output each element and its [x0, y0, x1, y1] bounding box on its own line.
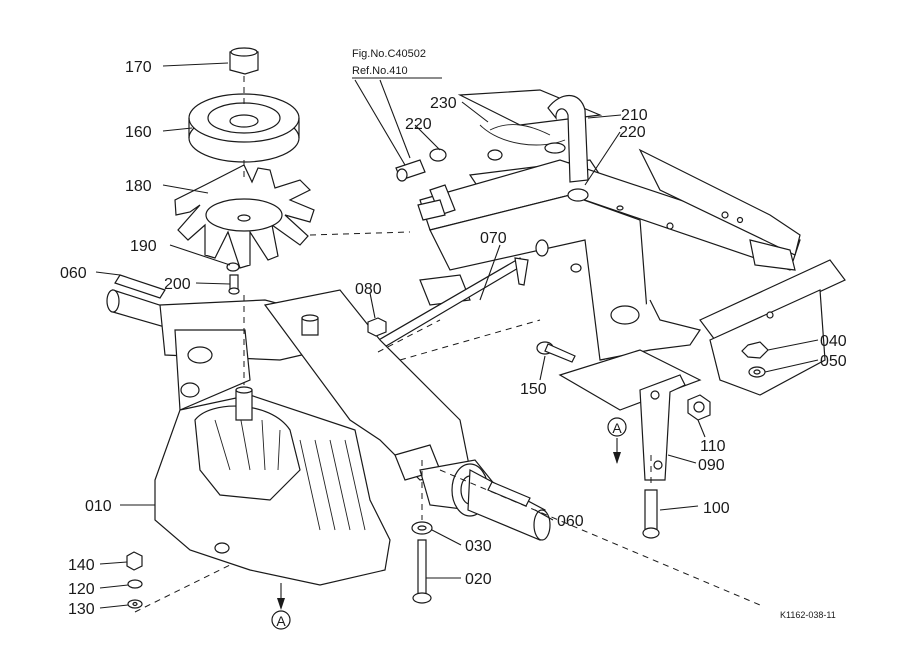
- leader-lines: [95, 62, 819, 609]
- callout-190: 190: [130, 238, 157, 255]
- callout-080: 080: [355, 281, 382, 298]
- ref-number: Ref.No.410: [352, 65, 408, 77]
- bolt-020: [412, 539, 432, 604]
- callout-160: 160: [125, 124, 152, 141]
- transaxle: [106, 289, 551, 586]
- callout-060: 060: [557, 513, 584, 530]
- callout-230: 230: [430, 95, 457, 112]
- callout-090: 090: [698, 457, 725, 474]
- callout-010: 010: [85, 498, 112, 515]
- callout-150: 150: [520, 381, 547, 398]
- callout-070: 070: [480, 230, 507, 247]
- nut-040: [741, 341, 769, 359]
- bolt-200: [228, 274, 240, 295]
- cooling-fan: [174, 164, 315, 269]
- align-line-3: [399, 319, 541, 361]
- bolt-150: [536, 341, 576, 363]
- callout-100: 100: [703, 500, 730, 517]
- ref-leader-2: [379, 79, 411, 159]
- callout-220: 220: [619, 124, 646, 141]
- nut-080: [367, 317, 387, 337]
- nut-110: [687, 394, 711, 421]
- bolt-100: [642, 489, 660, 539]
- chassis-frame: [417, 89, 846, 411]
- view-marker-a-bottom: A: [271, 583, 291, 630]
- callout-200: 200: [164, 276, 191, 293]
- align-line-2: [377, 319, 441, 353]
- pulley: [188, 93, 300, 163]
- bracket: [639, 374, 686, 481]
- callout-180: 180: [125, 178, 152, 195]
- callout-220: 220: [405, 116, 432, 133]
- callout-030: 030: [465, 538, 492, 555]
- callout-040: 040: [820, 333, 847, 350]
- callout-120: 120: [68, 581, 95, 598]
- align-line-4: [439, 469, 761, 606]
- key-060-left: [114, 274, 166, 299]
- nut-140: [126, 551, 143, 571]
- fig-number: Fig.No.C40502: [352, 48, 426, 60]
- nut-170: [229, 47, 259, 75]
- washer-030: [411, 521, 433, 535]
- align-line-1: [309, 231, 411, 236]
- callout-060: 060: [60, 265, 87, 282]
- callout-140: 140: [68, 557, 95, 574]
- callout-110: 110: [700, 438, 726, 455]
- hose-assembly: [395, 94, 589, 202]
- washer-050: [748, 366, 766, 378]
- callout-050: 050: [820, 353, 847, 370]
- washer-120: [127, 579, 143, 589]
- view-marker-a-label: A: [276, 613, 286, 629]
- callout-210: 210: [621, 107, 648, 124]
- control-rod: [369, 257, 529, 353]
- callout-170: 170: [125, 59, 152, 76]
- ref-leader: [354, 79, 406, 166]
- drawing-code: K1162-038-11: [780, 610, 836, 620]
- view-marker-a-right: A: [607, 417, 627, 464]
- view-marker-a-label: A: [612, 420, 622, 436]
- washer-130: [127, 599, 143, 609]
- callout-130: 130: [68, 601, 95, 618]
- callout-020: 020: [465, 571, 492, 588]
- align-line-5: [134, 564, 231, 613]
- callout-labels: 170 160 180 190 060 200 230 210 220 220 …: [60, 59, 847, 618]
